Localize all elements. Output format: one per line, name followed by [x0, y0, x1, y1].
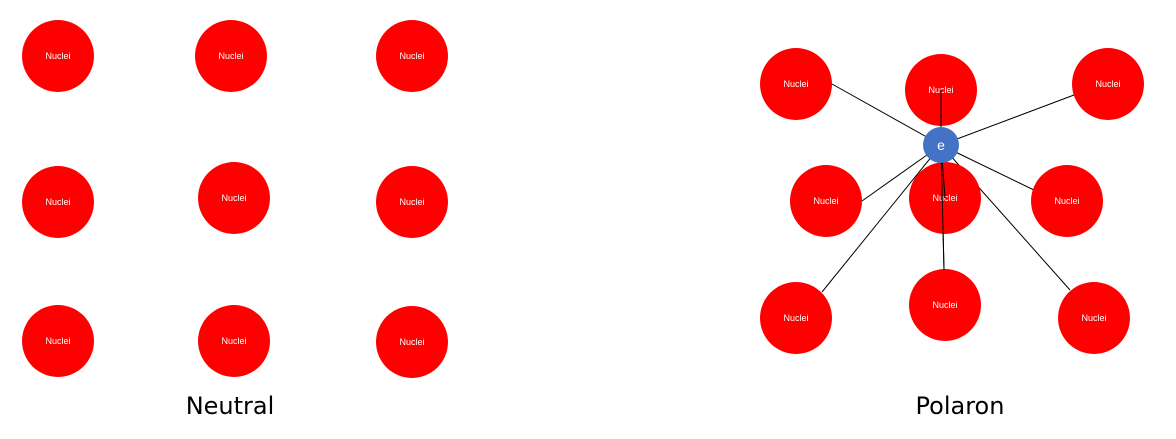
nucleus-label: Nuclei: [221, 336, 246, 346]
nucleus-circle: [195, 20, 267, 92]
nucleus-label: Nuclei: [932, 300, 957, 310]
neutral-caption: Neutral: [185, 392, 275, 420]
nucleus-label: Nuclei: [783, 79, 808, 89]
polaron-nucleus: Nuclei: [760, 282, 832, 354]
nucleus-label: Nuclei: [813, 196, 838, 206]
nucleus-label: Nuclei: [1054, 196, 1079, 206]
nucleus-circle: [376, 166, 448, 238]
nucleus-label: Nuclei: [1095, 79, 1120, 89]
neutral-nucleus: Nuclei: [198, 305, 270, 377]
nucleus-circle: [760, 282, 832, 354]
polaron-nucleus: Nuclei: [790, 165, 862, 237]
polaron-nucleus: Nuclei: [1058, 282, 1130, 354]
neutral-nucleus: Nuclei: [22, 305, 94, 377]
nucleus-label: Nuclei: [399, 51, 424, 61]
nucleus-circle: [22, 20, 94, 92]
polaron-nucleus: Nuclei: [1072, 48, 1144, 120]
nucleus-label: Nuclei: [1081, 313, 1106, 323]
nucleus-label: Nuclei: [45, 336, 70, 346]
nucleus-label: Nuclei: [399, 337, 424, 347]
polaron-nucleus: Nuclei: [1031, 165, 1103, 237]
neutral-nucleus: Nuclei: [376, 20, 448, 92]
neutral-nucleus: Nuclei: [22, 166, 94, 238]
electron-label: e: [937, 137, 945, 153]
polaron-caption: Polaron: [915, 392, 1005, 420]
nucleus-label: Nuclei: [221, 193, 246, 203]
nucleus-label: Nuclei: [45, 51, 70, 61]
nucleus-circle: [760, 48, 832, 120]
nucleus-circle: [1072, 48, 1144, 120]
bond-line: [940, 144, 945, 271]
polaron-nucleus: Nuclei: [760, 48, 832, 120]
nucleus-circle: [198, 162, 270, 234]
nucleus-label: Nuclei: [399, 197, 424, 207]
nucleus-circle: [909, 269, 981, 341]
nucleus-label: Nuclei: [45, 197, 70, 207]
nucleus-circle: [790, 165, 862, 237]
neutral-nucleus: Nuclei: [376, 306, 448, 378]
nucleus-circle: [376, 306, 448, 378]
nucleus-label: Nuclei: [218, 51, 243, 61]
electron-circle: [923, 127, 959, 163]
nucleus-circle: [22, 166, 94, 238]
neutral-nucleus: Nuclei: [376, 166, 448, 238]
nucleus-circle: [376, 20, 448, 92]
nucleus-circle: [1031, 165, 1103, 237]
nucleus-circle: [198, 305, 270, 377]
bond-line: [831, 83, 942, 146]
nucleus-circle: [22, 305, 94, 377]
neutral-nucleus: Nuclei: [198, 162, 270, 234]
nucleus-circle: [1058, 282, 1130, 354]
polaron-nucleus: Nuclei: [909, 269, 981, 341]
neutral-nucleus: Nuclei: [195, 20, 267, 92]
bond-line: [821, 144, 942, 293]
nucleus-label: Nuclei: [783, 313, 808, 323]
neutral-nucleus: Nuclei: [22, 20, 94, 92]
bond-line: [940, 94, 1075, 146]
electron: e: [923, 127, 959, 163]
